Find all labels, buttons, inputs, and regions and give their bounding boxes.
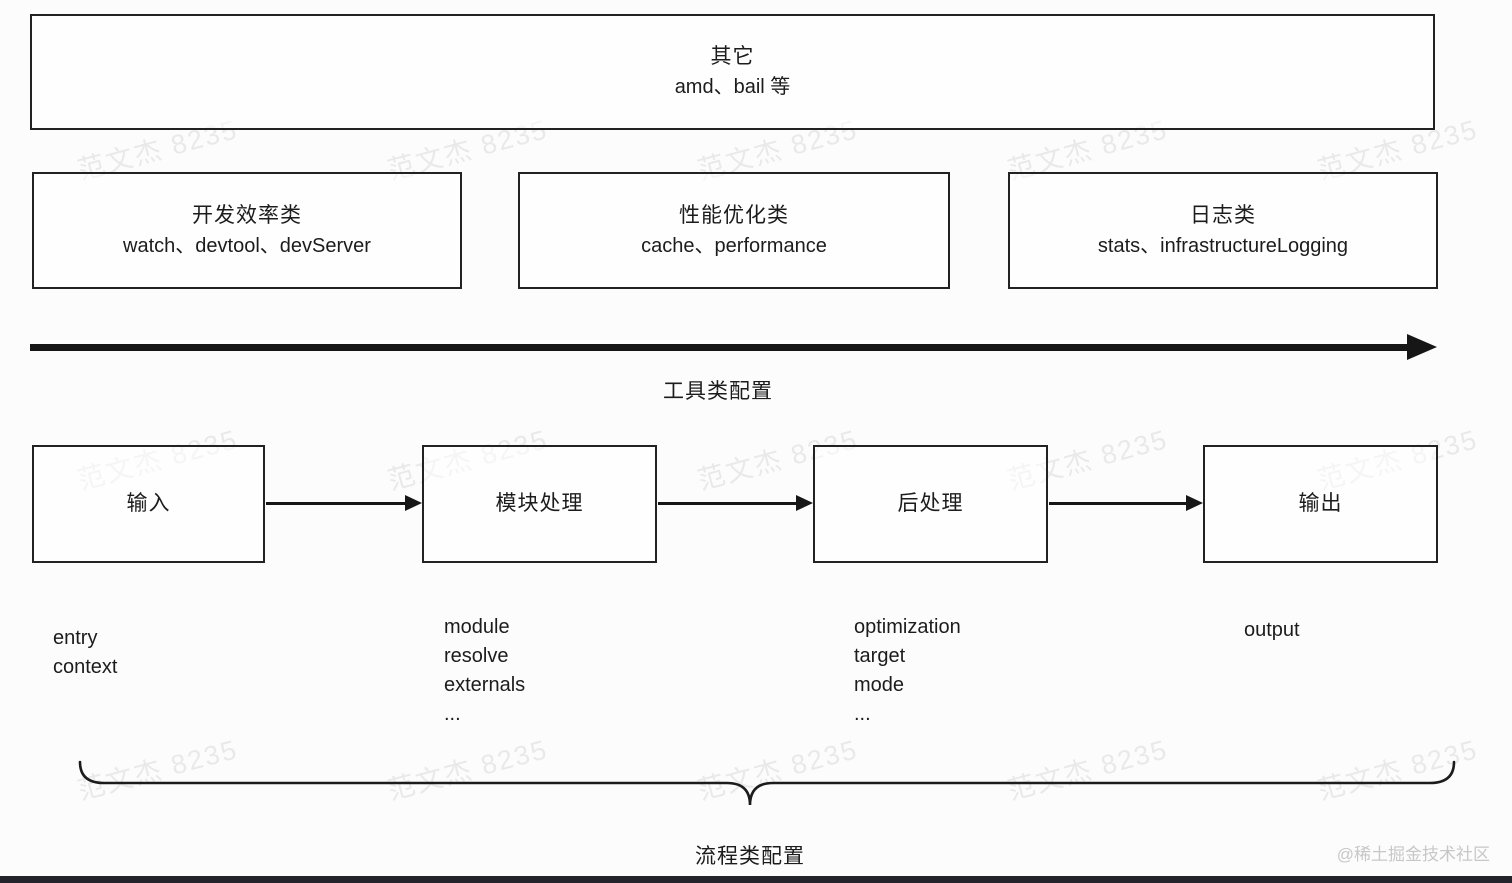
module-props: module resolve externals ... [444,613,525,729]
tool-axis-label: 工具类配置 [663,380,773,403]
flow-node-input: 输入 [32,445,265,563]
dev-efficiency-box: 开发效率类 watch、devtool、devServer [32,172,462,289]
flow-node-post-processing: 后处理 [813,445,1048,563]
logging-subtitle: stats、infrastructureLogging [1097,234,1349,257]
prop-line: resolve [444,645,509,667]
connector-line [1049,502,1187,505]
performance-box: 性能优化类 cache、performance [518,172,950,289]
post-props: optimization target mode ... [854,613,961,729]
bottom-bar [0,876,1512,883]
prop-line: target [854,645,906,667]
other-config-box: 其它 amd、bail 等 [30,14,1435,130]
connector-arrowhead-icon [405,495,422,511]
flow-node-output-label: 输出 [1298,492,1343,515]
flow-node-post-processing-label: 后处理 [897,492,964,515]
prop-line: module [444,616,510,638]
prop-line: ... [444,703,461,725]
prop-line: externals [444,674,526,696]
output-props: output [1244,616,1300,645]
tool-axis-arrowhead-icon [1407,334,1437,360]
prop-line: output [1244,619,1300,641]
flow-group-brace [78,760,1456,806]
flow-group-label: 流程类配置 [695,845,805,868]
flow-node-module-processing-label: 模块处理 [495,492,584,515]
performance-subtitle: cache、performance [641,234,827,257]
flow-node-input-label: 输入 [126,492,171,515]
other-config-subtitle: amd、bail 等 [674,76,791,98]
other-config-title: 其它 [710,45,755,68]
prop-line: entry [53,627,98,649]
community-credit: @稀土掘金技术社区 [1336,845,1490,864]
prop-line: mode [854,674,905,696]
flow-node-module-processing: 模块处理 [422,445,657,563]
prop-line: ... [854,703,871,725]
input-props: entry context [53,624,117,682]
tool-axis-arrow-line [30,344,1408,351]
flow-node-output: 输出 [1203,445,1438,563]
connector-line [658,502,797,505]
prop-line: optimization [854,616,961,638]
dev-efficiency-title: 开发效率类 [192,203,302,227]
connector-arrowhead-icon [1186,495,1203,511]
performance-title: 性能优化类 [679,203,789,227]
logging-box: 日志类 stats、infrastructureLogging [1008,172,1438,289]
logging-title: 日志类 [1190,203,1256,227]
connector-arrowhead-icon [796,495,813,511]
prop-line: context [53,656,118,678]
dev-efficiency-subtitle: watch、devtool、devServer [123,234,371,257]
connector-line [266,502,407,505]
